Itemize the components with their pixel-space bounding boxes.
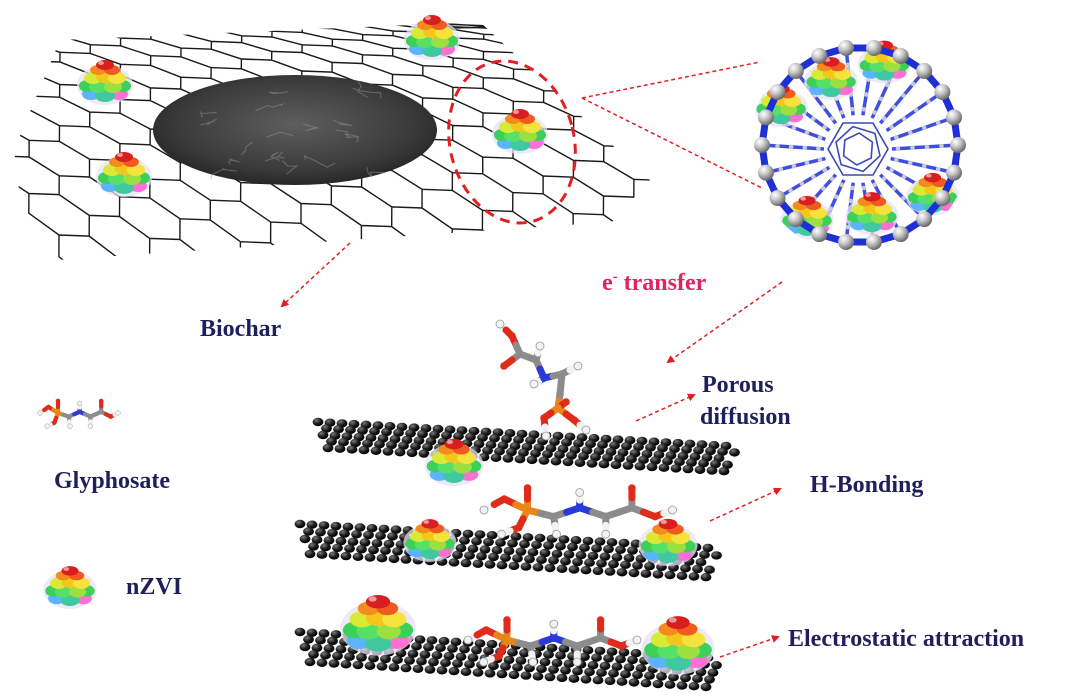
- biochar-particle: [153, 75, 437, 185]
- nzvi-label: nZVI: [126, 574, 183, 600]
- porous-label-line1: Porous: [702, 372, 774, 398]
- zoom-line-bottom: [581, 97, 763, 189]
- electrostatic-label: Electrostatic attraction: [788, 626, 1025, 652]
- carbon-nanotube: [752, 37, 968, 253]
- transfer-arrow: [666, 281, 783, 364]
- highlight-ellipse: [447, 59, 577, 225]
- glyphosate-legend-icon: [37, 398, 121, 429]
- biochar-label: Biochar: [200, 316, 282, 342]
- glyphosate-label: Glyphosate: [54, 468, 171, 494]
- porous-label-line2: diffusion: [700, 404, 791, 430]
- carbon-layer: [294, 519, 722, 582]
- h-bonding-label: H-Bonding: [810, 472, 924, 498]
- carbon-layer: [312, 417, 740, 476]
- electron-charge: -: [612, 269, 618, 285]
- transfer-text: transfer: [617, 270, 707, 296]
- electrostatic-arrow: [719, 635, 780, 658]
- electron-transfer-label: e- transfer: [602, 264, 706, 297]
- carbon-layer: [294, 627, 722, 692]
- glyphosate-layer-2: [479, 484, 677, 539]
- biochar-arrow: [280, 242, 351, 308]
- hbond-arrow: [709, 487, 782, 522]
- stacked-layers: [294, 417, 740, 692]
- porous-arrow: [635, 393, 696, 422]
- electron-symbol: e: [602, 270, 613, 296]
- nzvi-legend-icon: [43, 566, 97, 609]
- zoom-line-top: [581, 61, 761, 99]
- glyphosate-porous: [495, 319, 591, 441]
- glyphosate-molecules: [463, 319, 677, 667]
- glyphosate-layer-3: [463, 616, 642, 667]
- graphene-lattice: [14, 22, 650, 308]
